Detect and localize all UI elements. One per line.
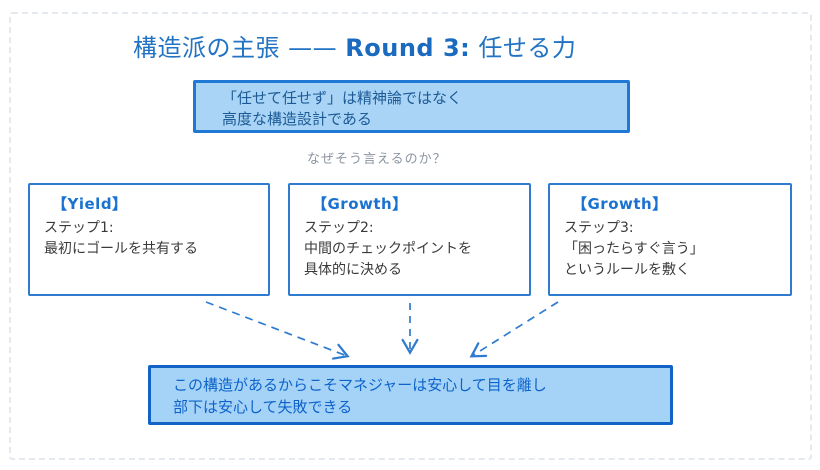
claim-box: 「任せて任せず」は精神論ではなく 高度な構造設計である (193, 80, 630, 133)
title-prefix: 構造派の主張 —— (133, 34, 346, 62)
title-suffix: 任せる力 (470, 34, 577, 62)
question-label: なぜそう言えるのか？ (307, 152, 447, 167)
step-2-line-1: ステップ2: (304, 220, 374, 236)
step-1-line-1: ステップ1: (44, 220, 114, 236)
step-3-line-1: ステップ3: (564, 220, 634, 236)
step-box-2: 【Growth】 ステップ2: 中間のチェックポイントを 具体的に決める (288, 183, 531, 296)
step-3-line-2: 「困ったらすぐ言う」 (564, 241, 704, 257)
claim-line-1: 「任せて任せず」は精神論ではなく (222, 89, 463, 107)
step-2-line-2: 中間のチェックポイントを (304, 241, 472, 257)
step-3-line-3: というルールを敷く (564, 262, 690, 278)
claim-line-2: 高度な構造設計である (222, 110, 372, 128)
step-1-line-2: 最初にゴールを共有する (44, 241, 198, 257)
step-3-tag: 【Growth】 (572, 195, 668, 213)
conclusion-line-1: この構造があるからこそマネジャーは安心して目を離し (173, 376, 547, 394)
conclusion-box: この構造があるからこそマネジャーは安心して目を離し 部下は安心して失敗できる (148, 365, 673, 425)
step-box-1: 【Yield】 ステップ1: 最初にゴールを共有する (28, 183, 270, 296)
page-title: 構造派の主張 —— Round 3: 任せる力 (133, 28, 576, 63)
conclusion-line-2: 部下は安心して失敗できる (173, 398, 353, 416)
step-2-line-3: 具体的に決める (304, 262, 402, 278)
outer-dashed-frame (9, 12, 812, 460)
step-2-tag: 【Growth】 (312, 195, 408, 213)
step-box-3: 【Growth】 ステップ3: 「困ったらすぐ言う」 というルールを敷く (548, 183, 792, 296)
title-round-label: Round 3: (345, 34, 471, 62)
step-1-tag: 【Yield】 (52, 195, 128, 213)
